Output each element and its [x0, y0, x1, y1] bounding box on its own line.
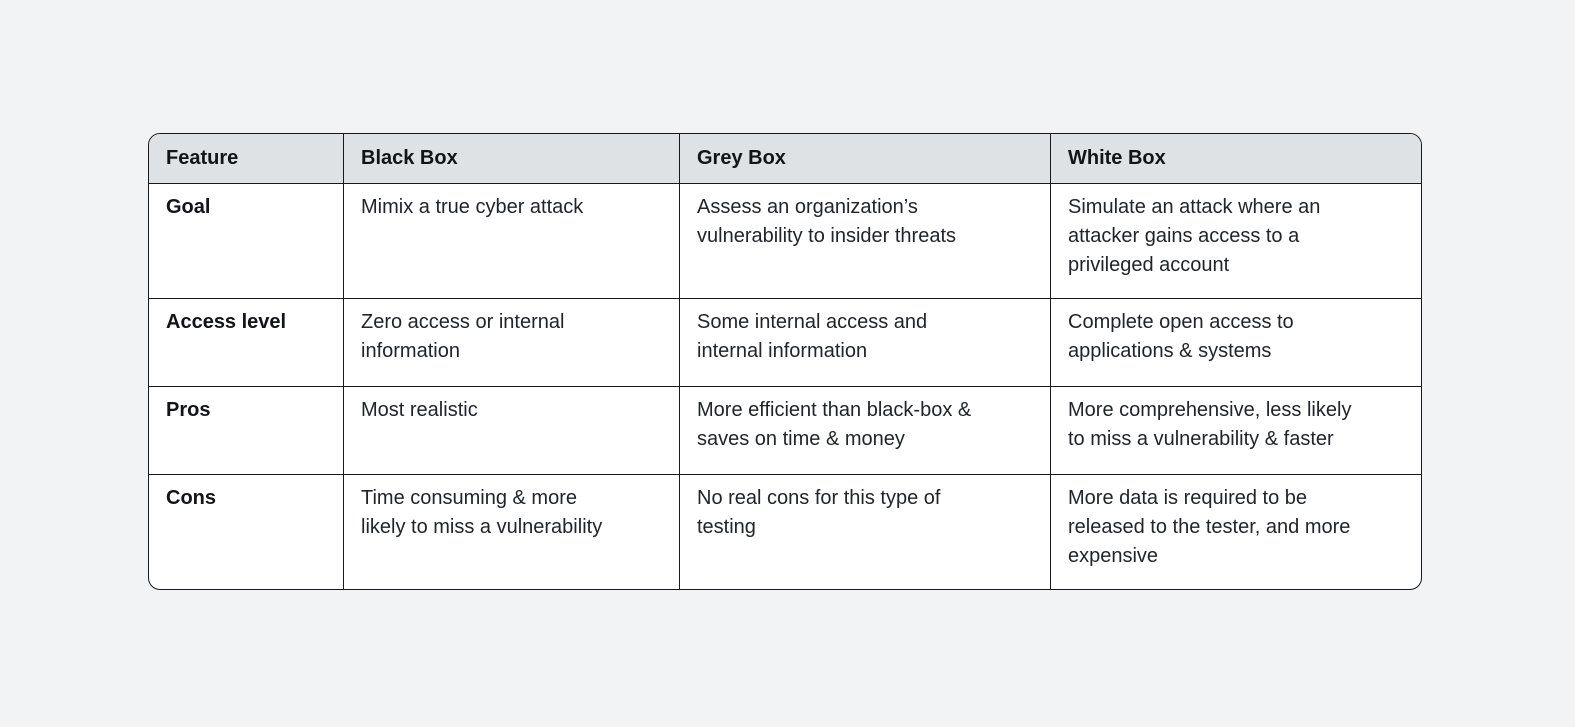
table-row-access-level: Access level Zero access or internal inf…	[149, 299, 1421, 387]
goal-feature-label: Goal	[149, 184, 344, 298]
pros-grey-box-cell: More efficient than black-box & saves on…	[680, 387, 1051, 474]
cons-black-box-cell: Time consuming & more likely to miss a v…	[344, 475, 680, 589]
cons-feature-label: Cons	[149, 475, 344, 589]
access-level-black-box-cell: Zero access or internal information	[344, 299, 680, 386]
table-row-goal: Goal Mimix a true cyber attack Assess an…	[149, 184, 1421, 299]
access-level-grey-box-cell: Some internal access and internal inform…	[680, 299, 1051, 386]
goal-grey-box-cell: Assess an organization’s vulnerability t…	[680, 184, 1051, 298]
pros-black-box-cell: Most realistic	[344, 387, 680, 474]
table-row-pros: Pros Most realistic More efficient than …	[149, 387, 1421, 475]
table-row-cons: Cons Time consuming & more likely to mis…	[149, 475, 1421, 589]
access-level-feature-label: Access level	[149, 299, 344, 386]
access-level-white-box-cell: Complete open access to applications & s…	[1068, 311, 1294, 362]
header-cell-black-box: Black Box	[344, 134, 680, 183]
header-cell-feature: Feature	[149, 134, 344, 183]
goal-white-box-cell: Simulate an attack where an attacker gai…	[1068, 196, 1321, 276]
cons-grey-box-cell: No real cons for this type of testing	[680, 475, 1051, 589]
goal-black-box-cell: Mimix a true cyber attack	[344, 184, 680, 298]
pros-white-box-cell: More comprehensive, less likely to miss …	[1068, 399, 1352, 450]
pros-feature-label: Pros	[149, 387, 344, 474]
header-cell-grey-box: Grey Box	[680, 134, 1051, 183]
cons-white-box-cell: More data is required to be released to …	[1068, 487, 1351, 567]
comparison-table: Feature Black Box Grey Box White Box Goa…	[148, 133, 1422, 590]
table-header-row: Feature Black Box Grey Box White Box	[149, 134, 1421, 184]
header-cell-white-box: White Box	[1051, 134, 1421, 183]
